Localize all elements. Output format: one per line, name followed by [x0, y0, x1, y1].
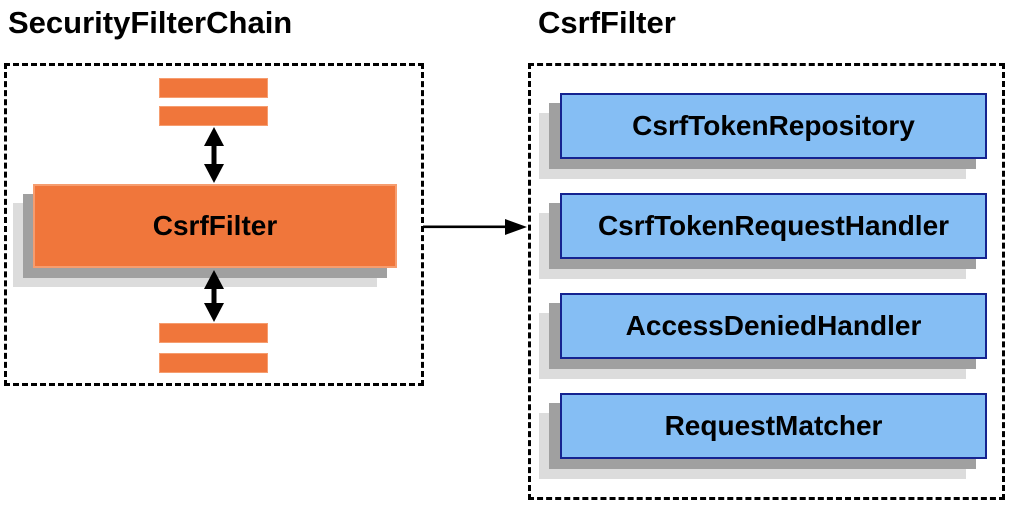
filter-placeholder-bar [159, 323, 268, 343]
component-box-csrf-token-request-handler: CsrfTokenRequestHandler [560, 193, 987, 259]
component-box-access-denied-handler: AccessDeniedHandler [560, 293, 987, 359]
component-box-request-matcher: RequestMatcher [560, 393, 987, 459]
security-filter-chain-title: SecurityFilterChain [8, 5, 293, 40]
component-label: CsrfTokenRepository [632, 110, 915, 141]
csrf-filter-group-title: CsrfFilter [538, 5, 676, 40]
csrf-filter-box-label: CsrfFilter [152, 210, 278, 241]
filter-placeholder-bar [159, 78, 268, 98]
filter-placeholder-bar [159, 106, 268, 126]
component-label: AccessDeniedHandler [625, 310, 922, 341]
component-label: CsrfTokenRequestHandler [597, 210, 950, 241]
flow-arrow-icon [423, 219, 527, 235]
component-box-csrf-token-repository: CsrfTokenRepository [560, 93, 987, 159]
csrf-filter-box: CsrfFilter [33, 184, 397, 268]
security-filter-chain-group [4, 63, 424, 386]
component-label: RequestMatcher [664, 410, 883, 441]
csrf-filter-components-group [528, 63, 1005, 500]
filter-placeholder-bar [159, 353, 268, 373]
